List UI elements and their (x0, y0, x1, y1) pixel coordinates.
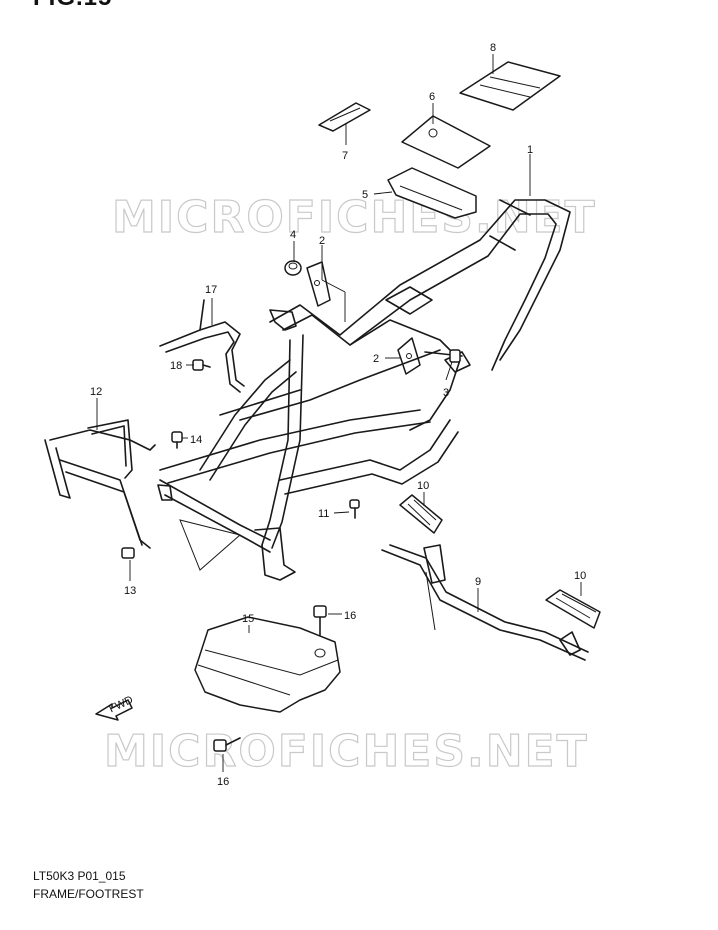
part-13-bolt[interactable] (121, 547, 135, 559)
callout-10: 10 (417, 480, 429, 492)
figure-code: LT50K3 P01_015 (33, 869, 126, 883)
part-2-bracket-upper[interactable] (306, 261, 331, 307)
part-4-grommet[interactable] (284, 260, 302, 276)
callout-8: 8 (490, 42, 496, 54)
part-16-bolt-upper[interactable] (313, 605, 327, 636)
callout-6: 6 (429, 91, 435, 103)
callout-5: 5 (362, 189, 368, 201)
part-9-footrest-bar[interactable] (381, 544, 589, 661)
callout-leaders (96, 54, 582, 772)
callout-9: 9 (475, 576, 481, 588)
part-10-footrest-rubber-right[interactable] (545, 589, 601, 629)
callout-16: 16 (344, 610, 356, 622)
figure-title: FIG.15 (33, 0, 112, 12)
part-7-plate[interactable] (318, 102, 371, 132)
part-6-cover-sheet[interactable] (401, 115, 491, 169)
callout-2: 2 (319, 235, 325, 247)
callout-17: 17 (205, 284, 217, 296)
part-3-bolt[interactable] (424, 349, 463, 363)
callout-13: 13 (124, 585, 136, 597)
figure-name: FRAME/FOOTREST (33, 887, 144, 901)
part-5-bracket[interactable] (387, 167, 477, 219)
part-18-bolt[interactable] (192, 359, 211, 371)
fwd-arrow-icon: FWD (95, 694, 135, 721)
callout-1: 1 (527, 144, 533, 156)
callout-4: 4 (290, 229, 296, 241)
part-17-handle-bar[interactable] (159, 299, 245, 393)
callout-11: 11 (318, 508, 329, 520)
part-8-label-sheet[interactable] (459, 61, 561, 111)
part-16-bolt-lower[interactable] (213, 737, 241, 752)
callout-7: 7 (342, 150, 348, 162)
part-2-bracket-lower[interactable] (397, 337, 421, 375)
part-10-footrest-rubber-left[interactable] (399, 494, 443, 534)
callout-12: 12 (90, 386, 102, 398)
callout-15: 15 (242, 613, 254, 625)
callout-2: 2 (373, 353, 379, 365)
watermark-bottom: MICROFICHES.NET (104, 726, 589, 777)
part-14-bolt[interactable] (171, 431, 183, 449)
callout-10: 10 (574, 570, 586, 582)
part-15-cover[interactable] (194, 616, 341, 713)
callout-16: 16 (217, 776, 229, 788)
part-11-bolt[interactable] (349, 499, 360, 519)
callout-14: 14 (190, 434, 202, 446)
part-1-main-frame[interactable] (157, 199, 571, 581)
callout-3: 3 (443, 387, 449, 399)
callout-18: 18 (170, 360, 182, 372)
part-12-front-guard[interactable] (44, 419, 156, 549)
